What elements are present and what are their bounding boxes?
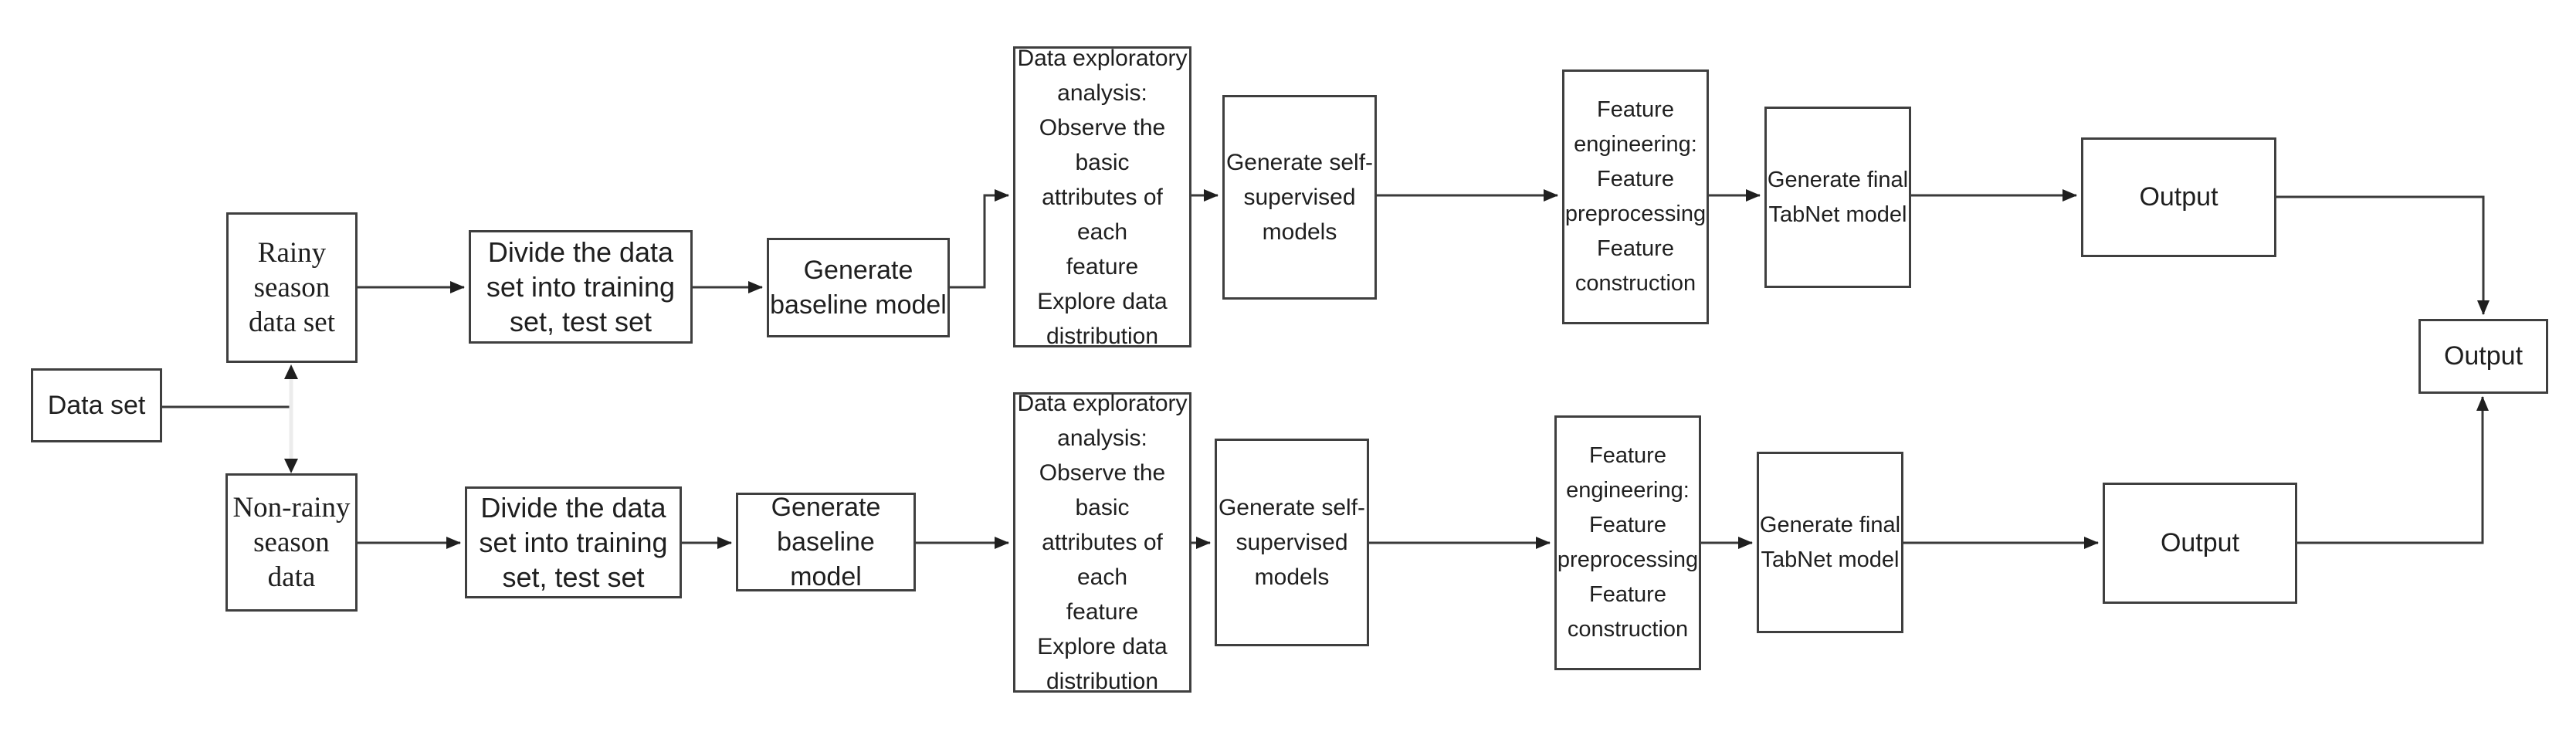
node-rainy-season-label: Rainy season data set [249,237,335,338]
node-generate-final-tabnet-bottom-label: Generate final TabNet model [1759,512,1901,572]
node-non-rainy-season-data: Non-rainy season data [225,473,358,612]
node-final-output-label: Output [2443,341,2523,371]
node-rainy-season-data-set: Rainy season data set [226,212,358,363]
node-feature-engineering-top-label: Feature engineering: Feature preprocessi… [1564,97,1707,296]
node-generate-baseline-top-label: Generate baseline model [770,255,947,320]
node-generate-self-supervised-bottom: Generate self- supervised models [1215,439,1369,646]
node-divide-dataset-top: Divide the data set into training set, t… [469,230,693,344]
node-generate-baseline-top: Generate baseline model [767,238,950,337]
node-data-set: Data set [31,368,162,442]
node-data-exploratory-analysis-top-label: Data exploratory analysis: Observe the b… [1017,45,1188,349]
split-arrowhead-up-icon [284,364,298,379]
node-data-exploratory-analysis-bottom-label: Data exploratory analysis: Observe the b… [1017,391,1188,694]
connector-output-bottom-to-final [2297,396,2489,544]
node-data-set-label: Data set [47,390,146,420]
node-output-top: Output [2081,137,2276,257]
split-arrowhead-down-icon [284,459,298,473]
node-feature-engineering-bottom-label: Feature engineering: Feature preprocessi… [1557,443,1699,642]
node-output-bottom: Output [2103,483,2297,604]
node-generate-self-supervised-bottom-label: Generate self- supervised models [1218,495,1366,590]
connector-baseline-to-eda-top [950,189,1009,289]
node-divide-dataset-bottom-label: Divide the data set into training set, t… [479,492,668,593]
node-data-exploratory-analysis-bottom: Data exploratory analysis: Observe the b… [1013,391,1191,694]
node-divide-dataset-top-label: Divide the data set into training set, t… [486,236,676,337]
node-data-exploratory-analysis-top: Data exploratory analysis: Observe the b… [1013,46,1191,349]
node-non-rainy-season-label: Non-rainy season data [232,492,351,593]
node-final-output: Output [2418,319,2548,394]
node-generate-baseline-bottom-label: Generate baseline model [771,492,881,591]
node-output-bottom-label: Output [2160,528,2240,557]
node-feature-engineering-top: Feature engineering: Feature preprocessi… [1562,69,1709,324]
node-generate-final-tabnet-top: Generate final TabNet model [1764,107,1911,288]
node-generate-self-supervised-top-label: Generate self- supervised models [1225,150,1374,245]
node-generate-baseline-bottom: Generate baseline model [736,493,916,591]
node-generate-self-supervised-top: Generate self- supervised models [1222,95,1377,300]
node-feature-engineering-bottom: Feature engineering: Feature preprocessi… [1554,415,1701,670]
node-divide-dataset-bottom: Divide the data set into training set, t… [465,486,682,598]
connector-output-top-to-final [2276,195,2490,315]
node-output-top-label: Output [2139,182,2218,212]
node-generate-final-tabnet-top-label: Generate final TabNet model [1767,167,1909,227]
node-generate-final-tabnet-bottom: Generate final TabNet model [1757,452,1903,633]
